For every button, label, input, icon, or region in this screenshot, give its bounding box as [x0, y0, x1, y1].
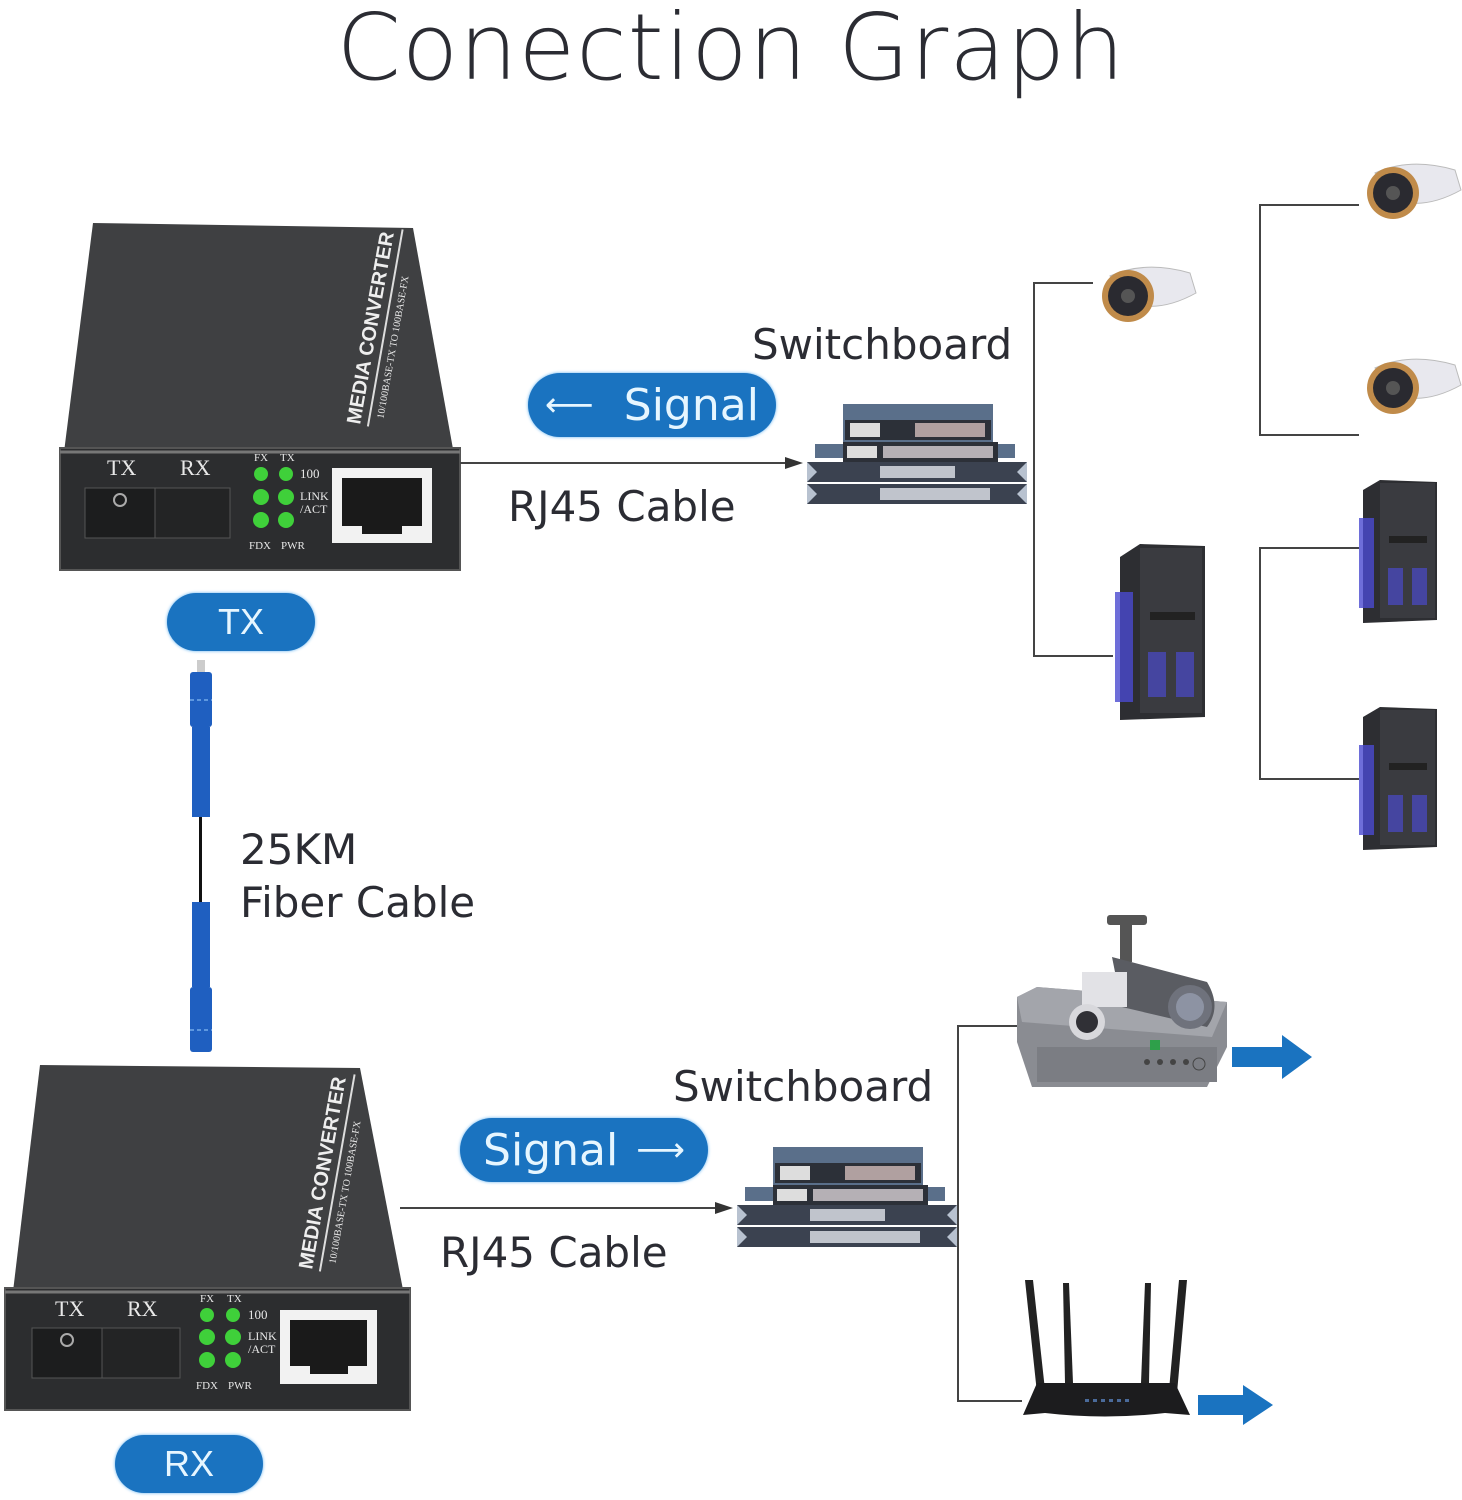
led-indicator: [253, 512, 269, 528]
led-label-act: /ACT: [300, 502, 328, 516]
tree-trunk-line: [957, 1025, 959, 1402]
led-label-pwr: PWR: [281, 540, 306, 552]
rx-media-converter: MEDIA CONVERTER 10/100BASE-TX TO 100BASE…: [4, 1065, 411, 1411]
led-label-act: /ACT: [248, 1342, 276, 1356]
port-label-rx: RX: [180, 455, 211, 480]
status-leds: [199, 1308, 241, 1368]
arrow-right-icon: [1198, 1385, 1273, 1425]
cctv-camera-icon: [1102, 266, 1197, 322]
fiber-port-rx: [154, 487, 231, 539]
diagram-title: Conection Graph: [336, 0, 1126, 101]
tree-branch-line: [1033, 655, 1113, 657]
wifi-router-icon: [1023, 1280, 1190, 1417]
led-indicator: [225, 1352, 241, 1368]
led-label-100: 100: [300, 466, 320, 481]
cctv-camera-icon: [1367, 163, 1462, 219]
led-indicator: [278, 512, 294, 528]
led-label-link: LINK: [300, 489, 329, 503]
signal-badge-left: ⟵ Signal: [528, 373, 776, 437]
signal-label: Signal: [623, 379, 759, 431]
rj45-cable-label: RJ45 Cable: [440, 1228, 668, 1277]
rj45-cable-line: [460, 462, 795, 464]
network-switch: [737, 1147, 957, 1247]
switchboard-label: Switchboard: [752, 320, 1013, 369]
arrowhead-icon: [785, 457, 803, 469]
led-indicator: [278, 489, 294, 505]
tree-trunk-line: [1259, 204, 1261, 436]
led-label-fdx: FDX: [249, 540, 271, 552]
arrow-right-icon: [1232, 1035, 1312, 1079]
status-leds: [253, 467, 294, 528]
led-indicator: [200, 1308, 214, 1322]
rj45-port: [332, 468, 432, 543]
converter-top: [12, 1065, 405, 1300]
led-label-pwr: PWR: [228, 1380, 253, 1392]
fiber-port-tx: [31, 1327, 103, 1379]
port-label-tx: TX: [55, 1296, 84, 1321]
converter-top: [63, 223, 455, 460]
rj45-cable-label: RJ45 Cable: [508, 482, 736, 531]
led-label-tx: TX: [280, 452, 295, 464]
nvr-with-cameras-icon: [1017, 915, 1227, 1087]
fiber-strand: [199, 817, 202, 902]
switchboard-label: Switchboard: [673, 1062, 934, 1111]
rj45-port: [280, 1310, 377, 1384]
rj45-cable-line: [400, 1207, 725, 1209]
tree-branch-line: [1259, 434, 1359, 436]
led-indicator: [254, 467, 268, 481]
arrowhead-icon: [715, 1202, 733, 1214]
signal-badge-right: Signal ⟶: [460, 1118, 708, 1182]
led-label-100: 100: [248, 1307, 268, 1322]
led-indicator: [253, 489, 269, 505]
led-label-fx: FX: [254, 452, 268, 464]
arrow-right-icon: ⟶: [636, 1130, 685, 1170]
fiber-distance-label: 25KM: [240, 825, 358, 874]
tree-branch-line: [1259, 547, 1359, 549]
rx-badge: RX: [115, 1435, 263, 1493]
tree-trunk-line: [1259, 547, 1261, 780]
desktop-tower-icon: [1115, 544, 1205, 720]
led-label-tx: TX: [227, 1293, 242, 1305]
led-label-fdx: FDX: [196, 1380, 218, 1392]
cctv-camera-icon: [1367, 358, 1462, 414]
fiber-cable-label: Fiber Cable: [240, 878, 476, 927]
network-switch: [807, 404, 1027, 504]
desktop-tower-icon: [1359, 480, 1437, 623]
led-indicator: [199, 1352, 215, 1368]
led-label-fx: FX: [200, 1293, 214, 1305]
led-indicator: [225, 1329, 241, 1345]
fiber-port-tx: [84, 487, 156, 539]
fiber-cable: [190, 660, 212, 1052]
tree-branch-line: [1259, 204, 1359, 206]
tree-trunk-line: [1033, 282, 1035, 657]
arrow-left-icon: ⟵: [545, 385, 594, 425]
port-label-rx: RX: [127, 1296, 158, 1321]
fiber-port-rx: [101, 1327, 181, 1379]
led-label-link: LINK: [248, 1329, 277, 1343]
tree-branch-line: [957, 1400, 1022, 1402]
fiber-connector-bottom: [190, 987, 212, 1052]
led-indicator: [226, 1308, 240, 1322]
tree-branch-line: [1033, 282, 1093, 284]
tree-branch-line: [1259, 778, 1359, 780]
desktop-tower-icon: [1359, 707, 1437, 850]
port-label-tx: TX: [107, 455, 136, 480]
signal-label: Signal: [483, 1124, 619, 1176]
tx-media-converter: MEDIA CONVERTER 10/100BASE-TX TO 100BASE…: [59, 223, 461, 571]
tree-branch-line: [957, 1025, 1017, 1027]
led-indicator: [279, 467, 293, 481]
tx-badge: TX: [167, 593, 315, 651]
led-indicator: [199, 1329, 215, 1345]
